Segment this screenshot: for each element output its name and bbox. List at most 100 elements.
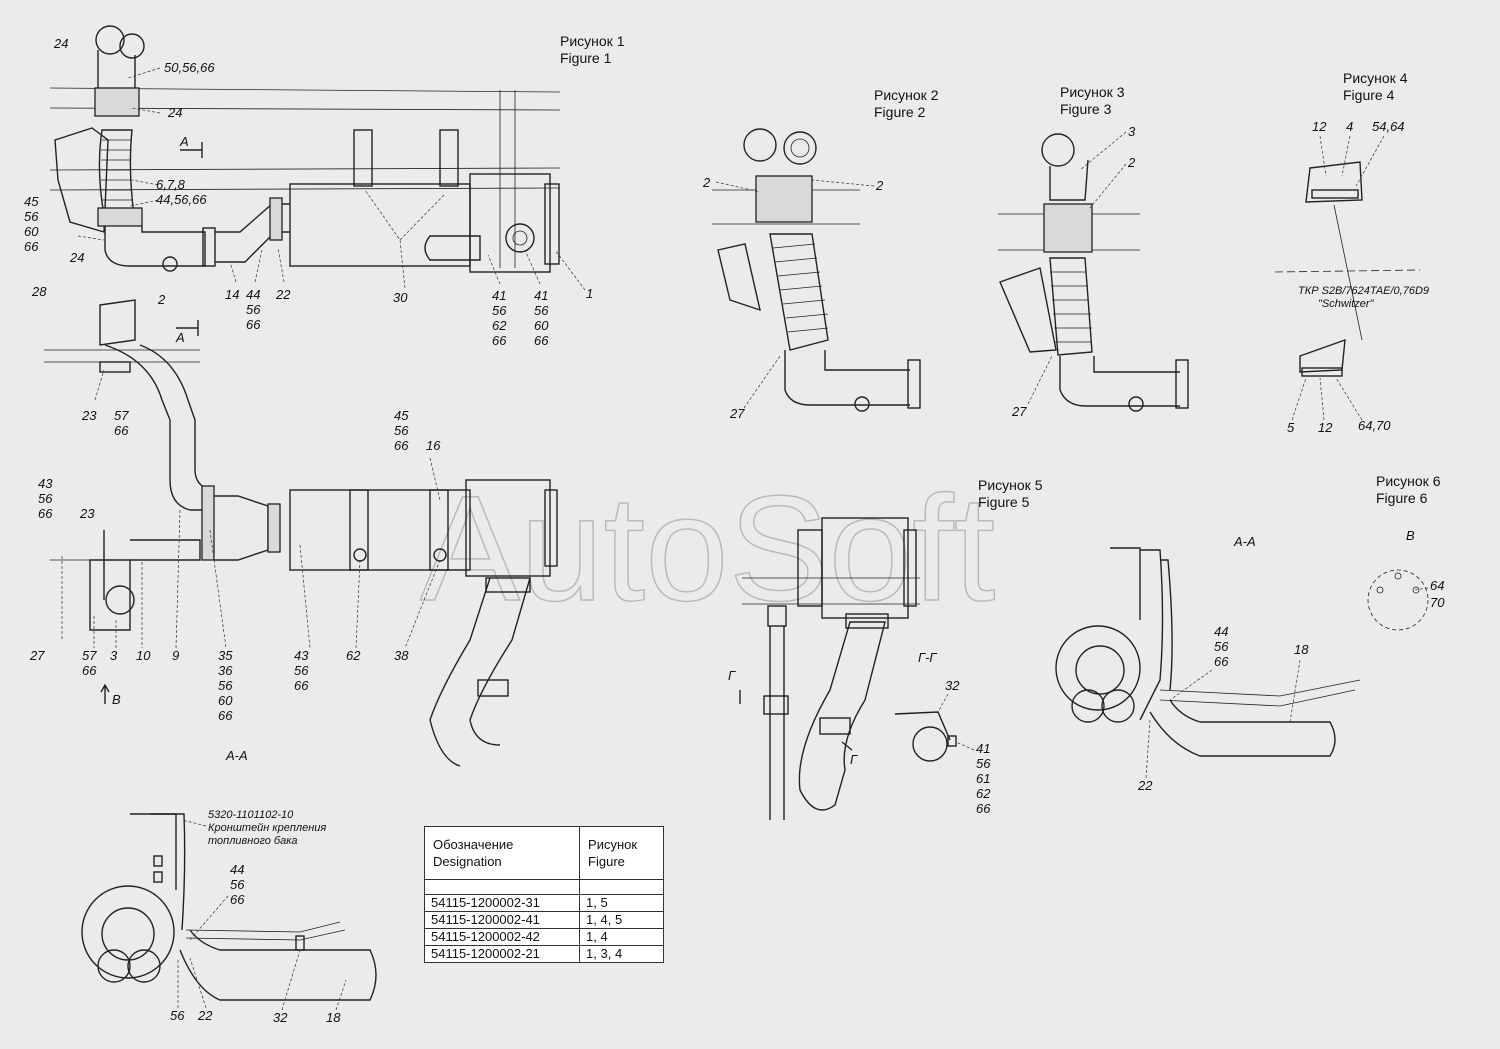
callout-45: 45 — [24, 194, 39, 209]
callout-56: 56 — [1214, 639, 1229, 654]
callout-64: 64 — [1430, 578, 1444, 593]
callout-60: 60 — [24, 224, 39, 239]
header-designation-ru: Обозначение — [433, 837, 514, 852]
callout-44-56-66: 44,56,66 — [156, 192, 207, 207]
section-gg-label: Г-Г — [918, 650, 937, 665]
callout-66: 66 — [294, 678, 309, 693]
callout-30: 30 — [393, 290, 408, 305]
figure-2-title-en: Figure 2 — [874, 104, 926, 120]
callout-35: 35 — [218, 648, 233, 663]
figure-3-title-ru: Рисунок 3 — [1060, 84, 1125, 100]
section-arrow-a: А — [179, 134, 189, 149]
callout-32: 32 — [945, 678, 960, 693]
figure-cell: 1, 4 — [579, 928, 664, 946]
callout-56: 56 — [394, 423, 409, 438]
callout-1: 1 — [586, 286, 593, 301]
section-aa-label: А-А — [1233, 534, 1256, 549]
figure-3-title-en: Figure 3 — [1060, 101, 1112, 117]
callout-45: 45 — [394, 408, 409, 423]
callout-3: 3 — [1128, 124, 1136, 139]
callout-66: 66 — [1214, 654, 1229, 669]
callout-56: 56 — [294, 663, 309, 678]
callout-22: 22 — [1137, 778, 1153, 793]
callout-66: 66 — [24, 239, 39, 254]
table-row: 54115-1200002-42 1, 4 — [423, 928, 664, 946]
callout-66: 66 — [976, 801, 991, 816]
callout-56: 56 — [38, 491, 53, 506]
callout-38: 38 — [394, 648, 409, 663]
callout-44: 44 — [230, 862, 244, 877]
callout-4: 4 — [1346, 119, 1353, 134]
callout-10: 10 — [136, 648, 151, 663]
callout-2: 2 — [157, 292, 166, 307]
bracket-note-line3: топливного бака — [208, 835, 298, 847]
figure-4-title-ru: Рисунок 4 — [1343, 70, 1408, 86]
callout-70: 70 — [1430, 595, 1445, 610]
watermark: AutoSoft — [420, 464, 995, 632]
callout-12: 12 — [1318, 420, 1333, 435]
header-figure-en: Figure — [588, 854, 625, 869]
figure-6-title-ru: Рисунок 6 — [1376, 473, 1441, 489]
callout-66: 66 — [246, 317, 261, 332]
figure-cell: 1, 4, 5 — [579, 911, 664, 929]
callout-66: 66 — [394, 438, 409, 453]
section-arrow-a: А — [175, 330, 185, 345]
callout-56: 56 — [24, 209, 39, 224]
callout-22: 22 — [275, 287, 291, 302]
figure-cell: 1, 3, 4 — [579, 945, 664, 963]
table-spacer-row — [423, 879, 664, 895]
table-row: 54115-1200002-21 1, 3, 4 — [423, 945, 664, 963]
callout-23: 23 — [81, 408, 97, 423]
figure-1-drawing — [49, 25, 561, 273]
callout-24: 24 — [69, 250, 84, 265]
callout-12: 12 — [1312, 119, 1327, 134]
table-row: 54115-1200002-31 1, 5 — [423, 894, 664, 912]
callout-2: 2 — [875, 178, 884, 193]
callout-41: 41 — [976, 741, 990, 756]
figure-6-drawing — [1055, 547, 1429, 757]
designation-cell: 54115-1200002-31 — [423, 894, 581, 912]
callout-57: 57 — [114, 408, 129, 423]
callout-60: 60 — [218, 693, 233, 708]
figure-5-title-ru: Рисунок 5 — [978, 477, 1043, 493]
callout-41: 41 — [534, 288, 548, 303]
figure-6-title-en: Figure 6 — [1376, 490, 1428, 506]
figure-2-title-ru: Рисунок 2 — [874, 87, 939, 103]
designation-table: Обозначение Designation Рисунок Figure 5… — [423, 826, 664, 963]
callout-3: 3 — [110, 648, 118, 663]
callout-27: 27 — [729, 406, 745, 421]
callout-61: 61 — [976, 771, 990, 786]
header-figure-ru: Рисунок — [588, 837, 638, 852]
callout-23: 23 — [79, 506, 95, 521]
callout-44: 44 — [246, 287, 260, 302]
designation-cell: 54115-1200002-42 — [423, 928, 581, 946]
designation-cell: 54115-1200002-21 — [423, 945, 581, 963]
callout-2: 2 — [1127, 155, 1136, 170]
turbocharger-note-line2: "Schwitzer" — [1318, 298, 1375, 310]
callout-56: 56 — [230, 877, 245, 892]
table-header-designation: Обозначение Designation — [423, 826, 581, 880]
callout-56: 56 — [170, 1008, 185, 1023]
callout-27: 27 — [1011, 404, 1027, 419]
callout-9: 9 — [172, 648, 179, 663]
callout-56: 56 — [246, 302, 261, 317]
callout-57: 57 — [82, 648, 97, 663]
callout-36: 36 — [218, 663, 233, 678]
callout-44: 44 — [1214, 624, 1228, 639]
callout-66: 66 — [38, 506, 53, 521]
turbocharger-note-line1: ТКР S2B/7624TAE/0,76D9 — [1298, 285, 1429, 297]
callout-62: 62 — [346, 648, 361, 663]
figure-4-title-en: Figure 4 — [1343, 87, 1395, 103]
callout-5: 5 — [1287, 420, 1295, 435]
section-aa-label: А-А — [225, 748, 248, 763]
designation-cell: 54115-1200002-41 — [423, 911, 581, 929]
callout-27: 27 — [29, 648, 45, 663]
figure-cell: 1, 5 — [579, 894, 664, 912]
callout-18: 18 — [326, 1010, 341, 1025]
callout-14: 14 — [225, 287, 239, 302]
figure-1-title-ru: Рисунок 1 — [560, 33, 625, 49]
callout-24: 24 — [167, 105, 182, 120]
figure-2-drawing — [712, 128, 921, 412]
callout-18: 18 — [1294, 642, 1309, 657]
figure-3-drawing — [998, 133, 1189, 412]
